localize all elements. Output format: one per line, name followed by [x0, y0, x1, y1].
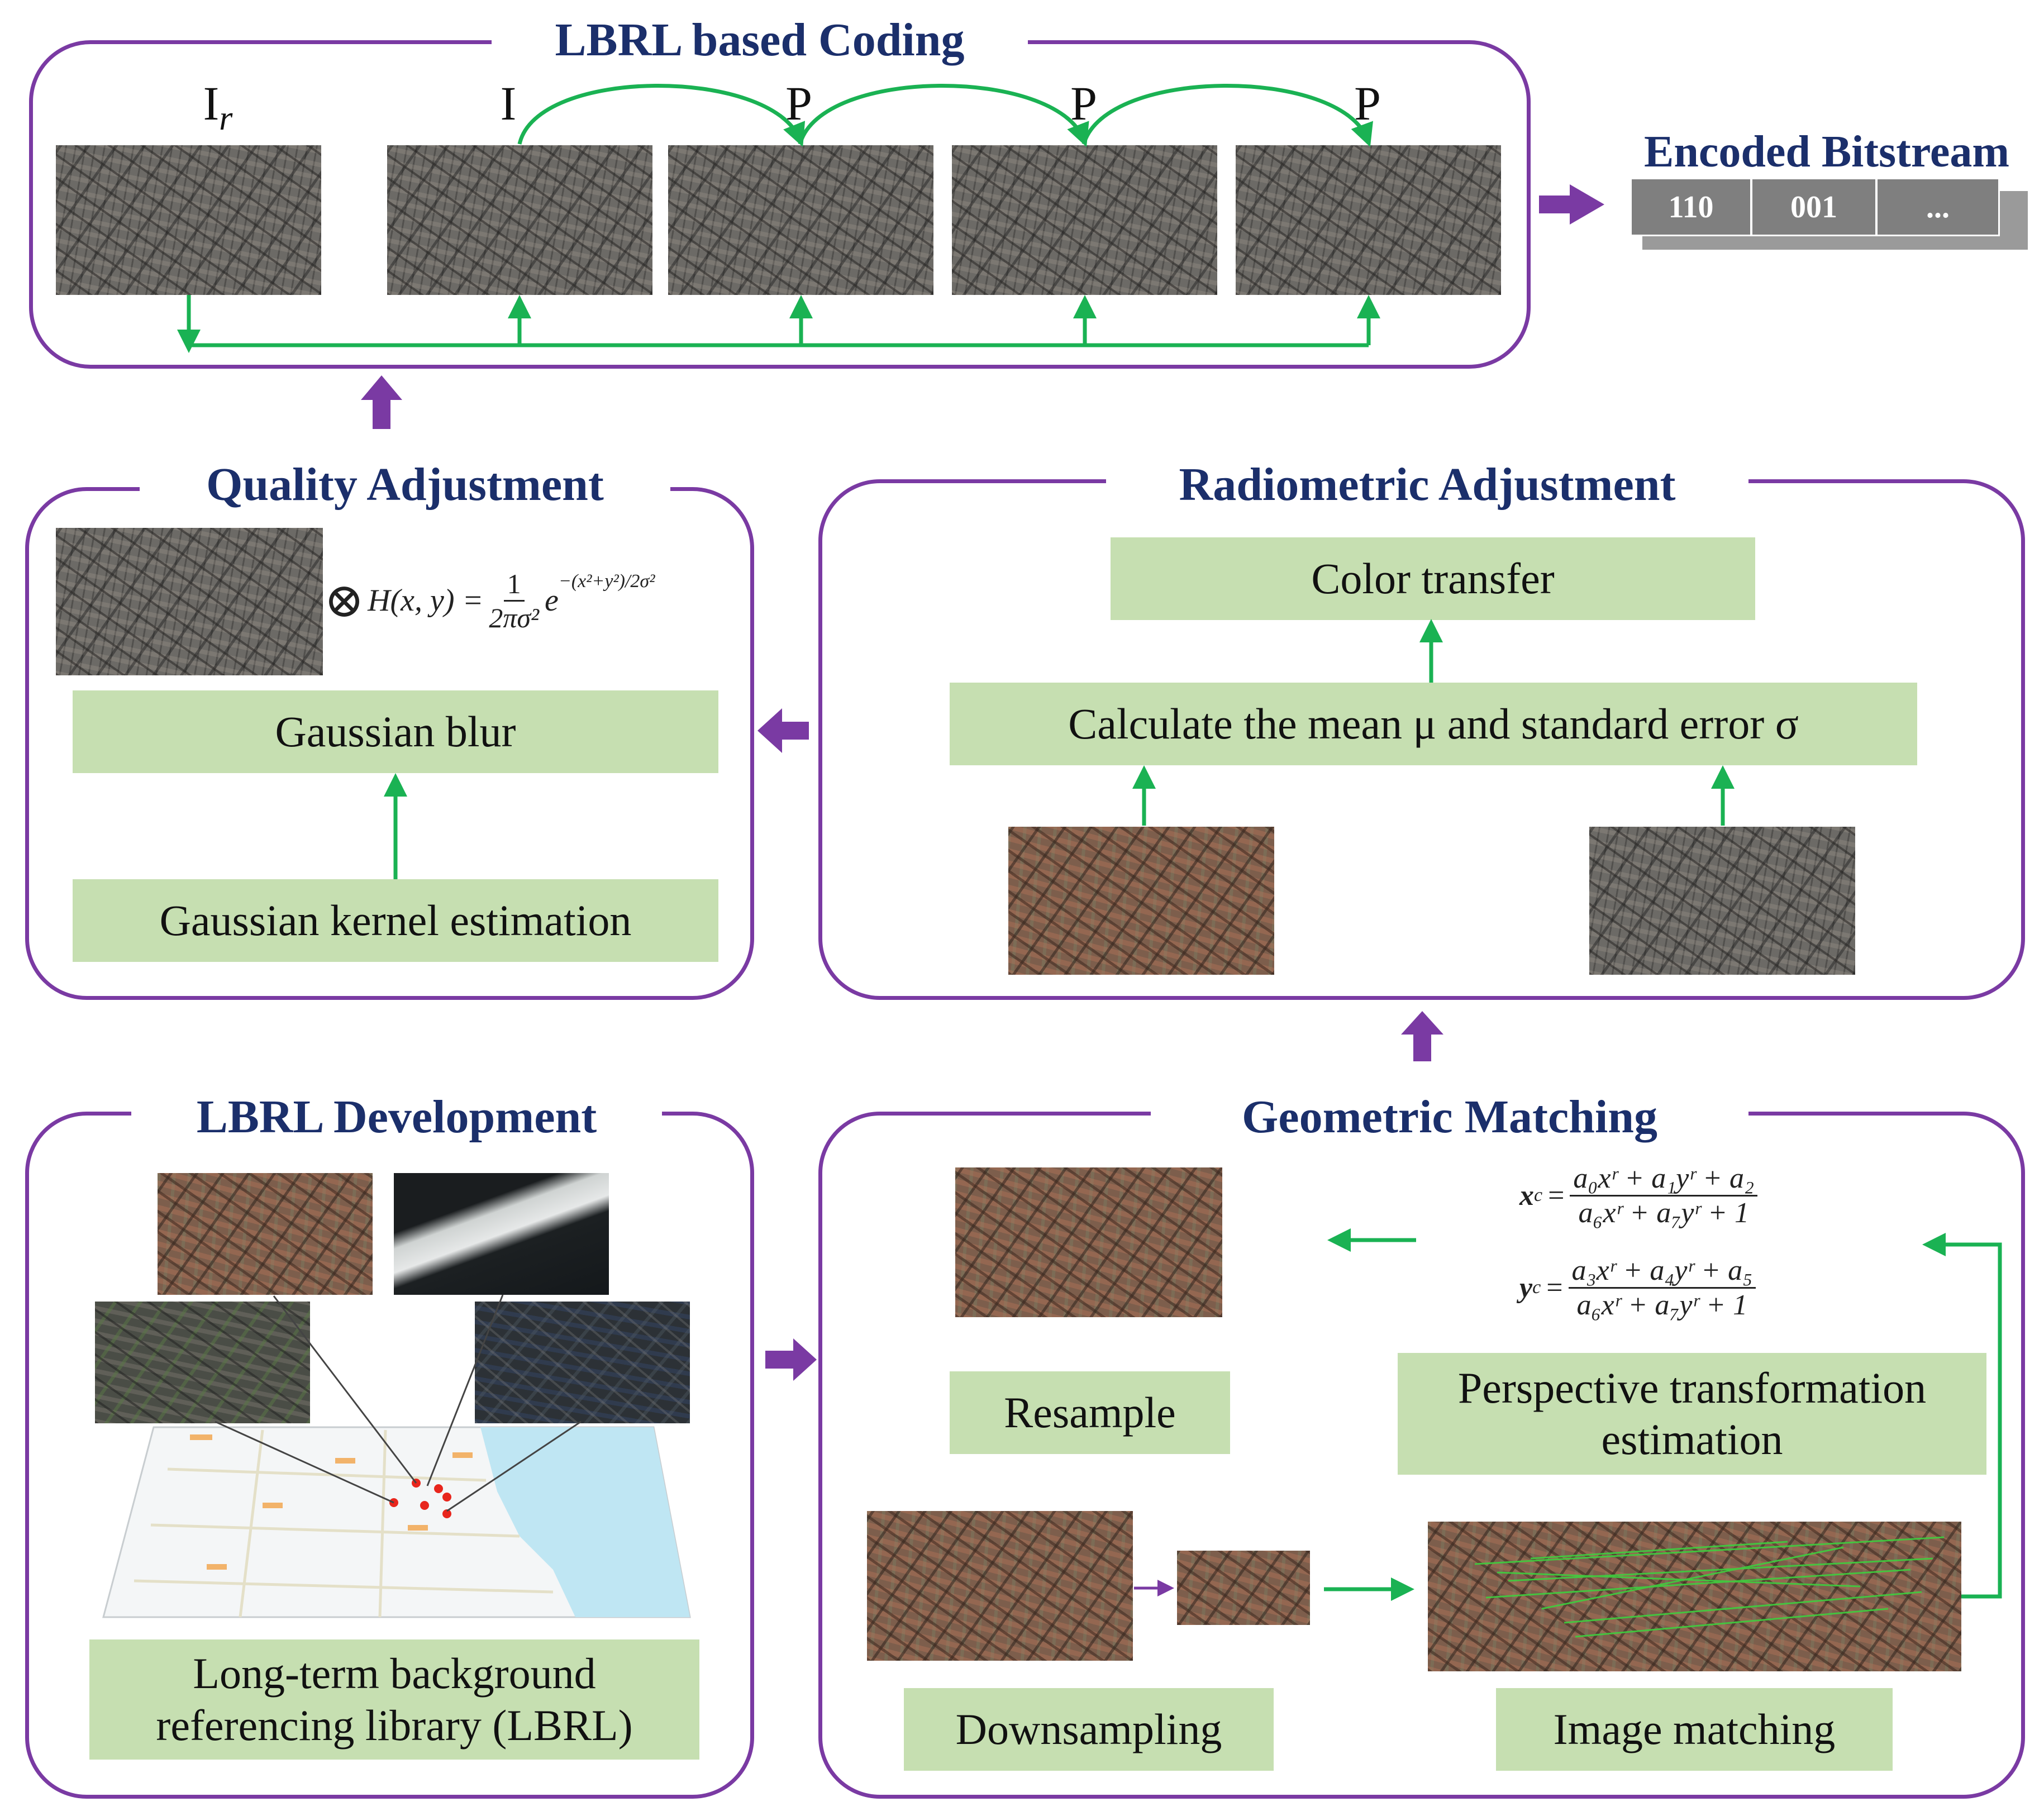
- geometric-source-image: [867, 1511, 1133, 1661]
- eq1-denominator: a₆xʳ + a₇yʳ + 1: [1578, 1197, 1750, 1229]
- eq2-denominator: a₆xʳ + a₇yʳ + 1: [1576, 1289, 1748, 1321]
- lbrl-image-4: [475, 1302, 690, 1423]
- panel-title-radiometric: Radiometric Adjustment: [1106, 457, 1748, 513]
- panel-title-quality: Quality Adjustment: [140, 457, 670, 513]
- geometric-downsampled-image: [1177, 1551, 1310, 1625]
- eq2-sup: c: [1532, 1277, 1541, 1298]
- quality-image: [56, 528, 323, 675]
- lbrl-image-2: [394, 1173, 609, 1295]
- eq1-fraction: a₀xʳ + a₁yʳ + a₂ a₆xʳ + a₇yʳ + 1: [1570, 1162, 1758, 1229]
- lbrl-image-3: [95, 1302, 310, 1423]
- frame-label-ir: Ir: [203, 77, 233, 138]
- resample-box: Resample: [950, 1371, 1230, 1454]
- bitstream-title: Encoded Bitstream: [1620, 124, 2033, 180]
- bitstream-cell-1: 110: [1630, 178, 1752, 236]
- gaussian-blur-box: Gaussian blur: [73, 690, 718, 773]
- panel-title-lbrl: LBRL Development: [131, 1089, 662, 1145]
- eq2-numerator: a₃xʳ + a₄yʳ + a₅: [1568, 1254, 1756, 1289]
- radiometric-image-cur: [1589, 827, 1855, 975]
- mean-std-box: Calculate the mean μ and standard error …: [950, 683, 1917, 765]
- convolution-icon: ⊗: [324, 574, 365, 627]
- arrow-icon: [1539, 184, 1604, 225]
- formula-numerator: 1: [503, 568, 525, 602]
- radiometric-image-ref: [1008, 827, 1274, 975]
- lbrl-map: [102, 1426, 691, 1618]
- formula-exp-power: −(x²+y²)/2σ²: [558, 571, 655, 592]
- panel-title-coding: LBRL based Coding: [492, 12, 1028, 68]
- eq2-lhs: y: [1519, 1271, 1533, 1304]
- formula-exp: e: [545, 583, 559, 618]
- eq1-numerator: a₀xʳ + a₁yʳ + a₂: [1570, 1162, 1758, 1197]
- frame-image-p3: [1236, 145, 1501, 295]
- matching-lines: [1474, 1536, 1945, 1638]
- gaussian-kernel-box: Gaussian kernel estimation: [73, 879, 718, 962]
- frame-image-p1: [668, 145, 933, 295]
- color-transfer-box: Color transfer: [1111, 537, 1755, 620]
- formula-denominator: 2πσ²: [489, 602, 540, 633]
- frame-image-p2: [952, 145, 1217, 295]
- reference-bus: [177, 295, 1380, 353]
- bitstream-cell-3: ...: [1876, 178, 2000, 236]
- frame-image-ir: [56, 145, 321, 295]
- eq2-fraction: a₃xʳ + a₄yʳ + a₅ a₆xʳ + a₇yʳ + 1: [1568, 1254, 1756, 1322]
- eq1-lhs: x: [1519, 1179, 1534, 1212]
- eq1-sup: c: [1534, 1185, 1543, 1205]
- frame-image-i: [387, 145, 652, 295]
- bitstream-cell-2: 001: [1751, 178, 1877, 236]
- formula-lhs: H(x, y) =: [368, 583, 484, 618]
- geometric-resampled-image: [955, 1167, 1222, 1317]
- formula-fraction: 1 2πσ²: [489, 568, 539, 634]
- panel-title-geometric: Geometric Matching: [1151, 1089, 1748, 1145]
- downsampling-box: Downsampling: [904, 1688, 1274, 1771]
- image-matching-box: Image matching: [1496, 1688, 1893, 1771]
- frame-label-i: I: [500, 77, 517, 130]
- prediction-arrows: [517, 84, 1373, 147]
- perspective-box: Perspective transformation estimation: [1398, 1353, 1986, 1475]
- lbrl-image-1: [158, 1173, 373, 1295]
- lbrl-library-box: Long-term background referencing library…: [89, 1639, 699, 1760]
- gaussian-formula: ⊗ H(x, y) = 1 2πσ² e −(x²+y²)/2σ²: [324, 559, 737, 642]
